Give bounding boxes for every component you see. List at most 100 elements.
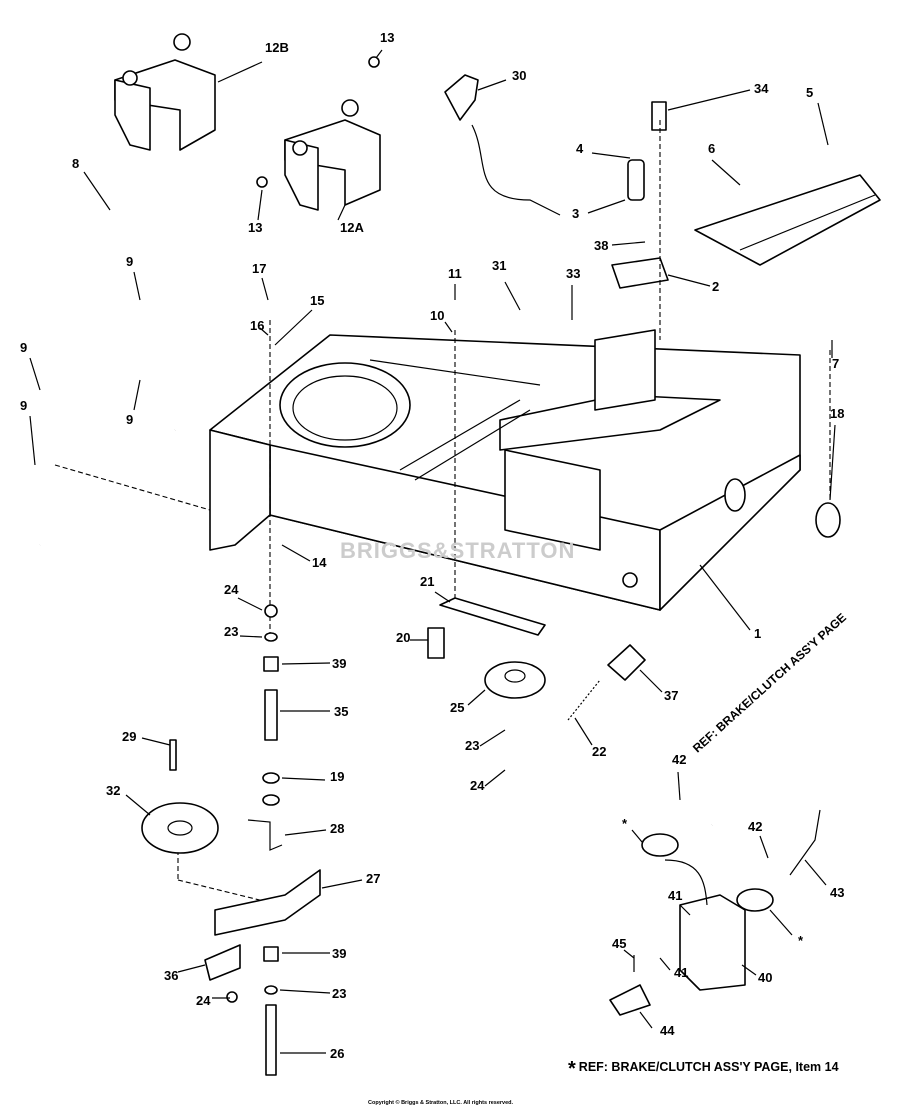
leader-line (281, 777, 326, 781)
leader-line (281, 544, 311, 562)
callout-label: 40 (758, 970, 772, 985)
callout-label: * (798, 933, 804, 948)
callout-label: 18 (830, 406, 844, 421)
spring-part (627, 159, 645, 201)
leader-line (639, 669, 663, 693)
leader-line (133, 379, 141, 411)
leader-line (257, 189, 263, 221)
leader-line (177, 964, 206, 973)
leader-line (259, 327, 269, 336)
leader-line (477, 79, 507, 91)
callout-label: 41 (674, 965, 688, 980)
leader-line (467, 689, 486, 706)
callout-label: 26 (330, 1046, 344, 1061)
callout-label: 10 (430, 308, 444, 323)
callout-label: 24 (196, 993, 211, 1008)
cable-part (471, 124, 561, 216)
leader-line (667, 274, 711, 287)
leader-line (237, 597, 263, 611)
leader-line (829, 424, 836, 501)
leader-line (759, 835, 769, 859)
callout-label: 15 (310, 293, 324, 308)
callout-label: 2 (712, 279, 719, 294)
callout-label: 12A (340, 220, 364, 235)
leader-line (677, 771, 681, 801)
plate-part (694, 174, 881, 266)
callout-label: 43 (830, 885, 844, 900)
callout-label: 20 (396, 630, 410, 645)
callout-label: 31 (492, 258, 506, 273)
callout-label: 23 (224, 624, 238, 639)
callout-label: 35 (334, 704, 348, 719)
leader-line (817, 102, 829, 146)
callout-label: 32 (106, 783, 120, 798)
callout-label: 23 (332, 986, 346, 1001)
callout-label: 19 (330, 769, 344, 784)
nut-13 (256, 176, 268, 188)
frame-part (209, 329, 801, 611)
callout-label: 42 (748, 819, 762, 834)
leader-line (479, 729, 506, 747)
leader-line (699, 564, 751, 631)
leader-line (217, 61, 263, 83)
callout-label: 3 (572, 206, 579, 221)
leader-line (659, 957, 671, 971)
lever-part (444, 74, 479, 121)
leader-line (769, 909, 793, 936)
leader-line (611, 241, 646, 246)
leader-line (284, 829, 327, 836)
callout-label: 7 (832, 356, 839, 371)
leader-line (141, 737, 171, 746)
callout-label: 9 (20, 340, 27, 355)
leader-line (133, 271, 141, 301)
leader-line (804, 859, 827, 886)
callout-label: 23 (465, 738, 479, 753)
leader-line (125, 794, 151, 816)
callout-label: 8 (72, 156, 79, 171)
leader-line (337, 204, 346, 221)
callout-label: 25 (450, 700, 464, 715)
bracket-12a (284, 99, 381, 211)
callout-label: 14 (312, 555, 327, 570)
tube-part (264, 689, 278, 741)
footnote: *REF: BRAKE/CLUTCH ASS'Y PAGE, Item 14 (568, 1058, 839, 1081)
callout-label: 28 (330, 821, 344, 836)
rod-43 (789, 809, 821, 876)
callout-label: 1 (754, 626, 761, 641)
callout-label: 39 (332, 946, 346, 961)
callout-label: 24 (470, 778, 485, 793)
idler-arm-part (439, 597, 546, 636)
bushing-part (641, 833, 679, 857)
clip-36 (204, 944, 241, 981)
leader-line (741, 964, 757, 976)
grommet-part (815, 502, 841, 538)
nut-13 (368, 56, 380, 68)
callout-label: 11 (448, 266, 462, 281)
callout-label: 5 (806, 85, 813, 100)
callout-label: 39 (332, 656, 346, 671)
callout-label: 37 (664, 688, 678, 703)
leader-line (639, 1011, 653, 1029)
pivot-bolt-part (265, 1004, 277, 1076)
leader-line (321, 879, 363, 889)
callout-label: 45 (612, 936, 626, 951)
leader-line (29, 415, 36, 466)
callout-label: 29 (122, 729, 136, 744)
brake-shaft-part (711, 680, 841, 826)
callout-label: 17 (252, 261, 266, 276)
leader-line (239, 635, 263, 638)
callout-label: 13 (380, 30, 394, 45)
lever-44 (609, 984, 651, 1016)
leader-line (29, 357, 41, 391)
callout-label: 4 (576, 141, 584, 156)
leader-line (504, 281, 521, 311)
torsion-spring-part (247, 819, 283, 851)
leader-line (444, 321, 453, 333)
callout-label: 22 (592, 744, 606, 759)
leader-line (281, 662, 331, 665)
callout-label: 34 (754, 81, 769, 96)
callout-label: 41 (668, 888, 682, 903)
leader-line (591, 152, 631, 159)
footnote-symbol: * (568, 1058, 576, 1080)
